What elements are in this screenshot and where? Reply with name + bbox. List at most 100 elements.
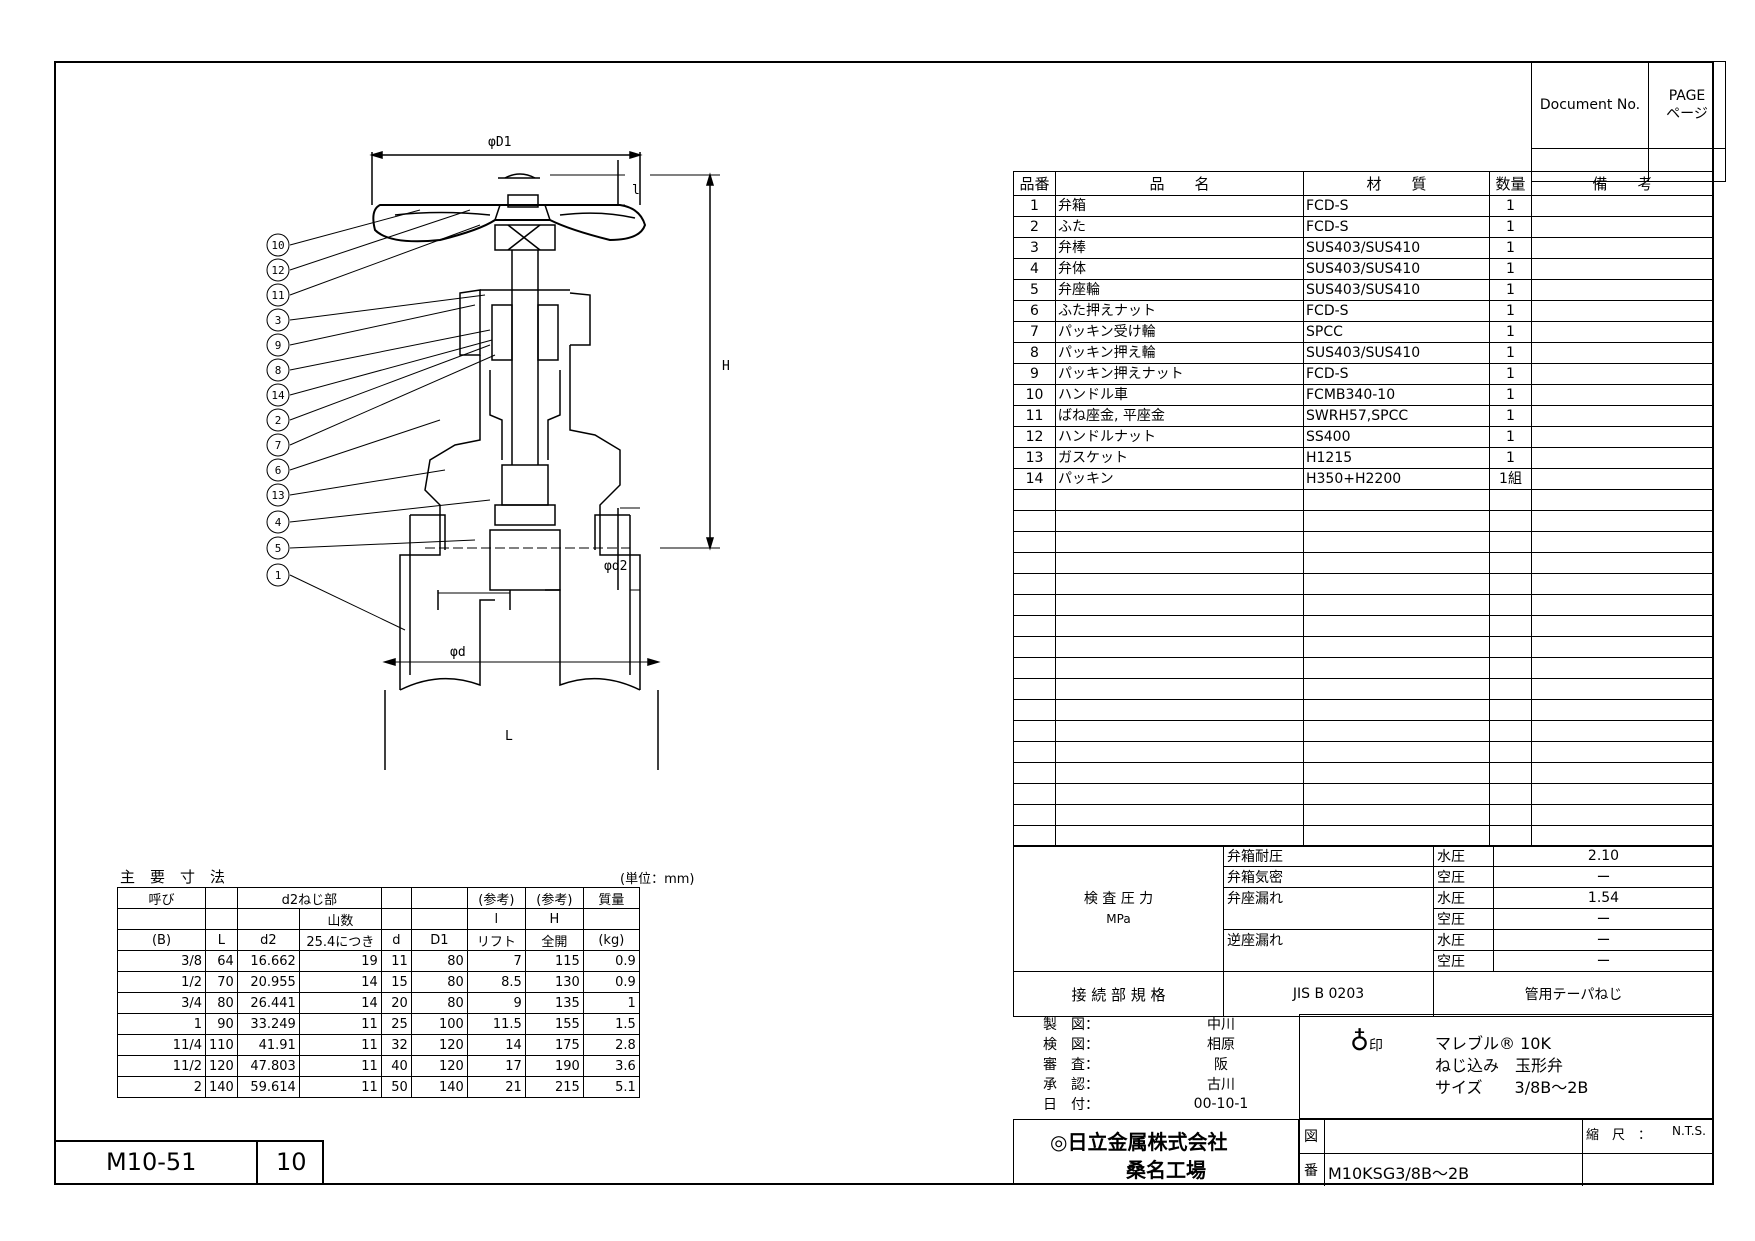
- document-number-box: Document No. PAGE ページ: [1531, 61, 1726, 182]
- company-name: 日立金属株式会社: [1067, 1130, 1228, 1154]
- table-row-empty: [1013, 489, 1714, 511]
- part-remarks: [1531, 258, 1714, 280]
- inspection-row: 空圧ー: [1014, 950, 1714, 972]
- part-name: パッキン: [1055, 468, 1304, 490]
- inspection-item: 弁箱気密: [1223, 866, 1434, 888]
- part-no: 13: [1013, 447, 1056, 469]
- empty-cell: [1303, 825, 1490, 847]
- dimension-cell: 215: [524, 1076, 584, 1098]
- footer-code: M10-51: [106, 1148, 197, 1176]
- part-no: 7: [1013, 321, 1056, 343]
- dim-label-d1: φD1: [488, 135, 511, 150]
- empty-cell: [1531, 552, 1714, 574]
- table-row-empty: [1013, 510, 1714, 532]
- dimension-cell: 40: [380, 1055, 412, 1077]
- empty-cell: [1013, 552, 1056, 574]
- empty-cell: [1055, 615, 1304, 637]
- empty-cell: [1055, 804, 1304, 826]
- empty-cell: [1489, 678, 1532, 700]
- dimension-cell: 14: [298, 971, 382, 993]
- zu-label: 図: [1304, 1129, 1318, 1145]
- gourd-mark-icon: ♁印: [1350, 1027, 1384, 1057]
- empty-cell: [1055, 699, 1304, 721]
- approval-row: 検 図：相原: [1013, 1034, 1299, 1054]
- empty-cell: [1013, 741, 1056, 763]
- empty-cell: [1489, 615, 1532, 637]
- empty-cell: [1303, 615, 1490, 637]
- empty-cell: [1013, 615, 1056, 637]
- connection-standard: JIS B 0203: [1223, 971, 1434, 1017]
- empty-cell: [1303, 720, 1490, 742]
- empty-cell: [1531, 741, 1714, 763]
- drawing-number-box: 図 番 M10KSG3/8B～2B 縮 尺 ： N.T.S.: [1299, 1119, 1714, 1186]
- empty-cell: [1013, 573, 1056, 595]
- empty-cell: [1531, 678, 1714, 700]
- part-material: FCD-S: [1303, 300, 1490, 322]
- dimension-cell: 11: [298, 1055, 382, 1077]
- empty-cell: [1055, 510, 1304, 532]
- dimension-cell: 1: [582, 992, 640, 1014]
- empty-cell: [1013, 720, 1056, 742]
- dimensions-header-cell: d2: [236, 929, 300, 951]
- document-no-label: Document No.: [1531, 61, 1649, 149]
- table-row-empty: [1013, 699, 1714, 721]
- dimension-cell: 1.5: [582, 1013, 640, 1035]
- empty-cell: [1489, 531, 1532, 553]
- dimensions-header-cell: (B): [117, 929, 206, 951]
- table-row-empty: [1013, 825, 1714, 847]
- empty-cell: [1013, 825, 1056, 847]
- header-qty: 数量: [1489, 171, 1532, 196]
- dimensions-header-cell: (参考): [524, 887, 584, 909]
- part-remarks: [1531, 237, 1714, 259]
- product-line-2: ねじ込み 玉形弁: [1435, 1056, 1564, 1075]
- part-no: 2: [1013, 216, 1056, 238]
- table-row-empty: [1013, 552, 1714, 574]
- dimensions-header-cell: 全開: [524, 929, 584, 951]
- part-no: 5: [1013, 279, 1056, 301]
- empty-cell: [1013, 699, 1056, 721]
- dimension-cell: 175: [524, 1034, 584, 1056]
- svg-text:6: 6: [275, 464, 282, 477]
- dimension-cell: 32: [380, 1034, 412, 1056]
- dimension-cell: 19: [298, 950, 382, 972]
- dimension-cell: 2: [117, 1076, 206, 1098]
- approval-row: 承 認：古川: [1013, 1074, 1299, 1094]
- company-box: ◎日立金属株式会社 桑名工場: [1013, 1119, 1299, 1185]
- part-material: FCD-S: [1303, 195, 1490, 217]
- callout: 2: [266, 408, 290, 432]
- empty-cell: [1303, 636, 1490, 658]
- inspection-value: ー: [1493, 908, 1714, 930]
- empty-cell: [1303, 678, 1490, 700]
- empty-cell: [1489, 825, 1532, 847]
- dimension-cell: 110: [205, 1034, 238, 1056]
- table-row-empty: [1013, 573, 1714, 595]
- empty-cell: [1531, 510, 1714, 532]
- dimension-cell: 155: [524, 1013, 584, 1035]
- part-name: パッキン押えナット: [1055, 363, 1304, 385]
- callout: 4: [266, 510, 290, 534]
- dimensions-header-cell: l: [466, 908, 526, 930]
- dimension-cell: 14: [298, 992, 382, 1014]
- part-no: 9: [1013, 363, 1056, 385]
- part-name: パッキン受け輪: [1055, 321, 1304, 343]
- part-material: SUS403/SUS410: [1303, 279, 1490, 301]
- inspection-row: 逆座漏れ水圧ー: [1014, 929, 1714, 972]
- dimension-cell: 11: [298, 1076, 382, 1098]
- approval-name: 古川: [1207, 1077, 1235, 1093]
- svg-text:7: 7: [275, 439, 282, 452]
- dimensions-title: 主 要 寸 法: [120, 868, 226, 886]
- empty-cell: [1303, 573, 1490, 595]
- dimension-cell: 3/4: [117, 992, 206, 1014]
- approval-role: 審 査：: [1043, 1057, 1099, 1073]
- empty-cell: [1013, 783, 1056, 805]
- dimensions-header-cell: [582, 908, 640, 930]
